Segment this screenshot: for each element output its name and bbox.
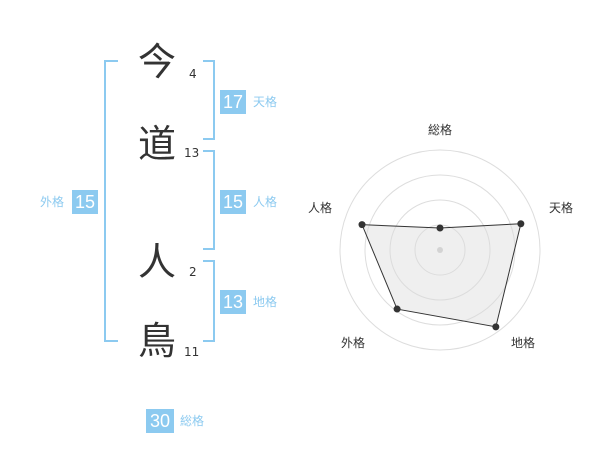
gaikaku-label: 外格	[40, 195, 65, 209]
soukaku-badge: 30	[146, 409, 174, 433]
radar-label-chikaku: 地格	[511, 336, 536, 350]
tenkaku-bracket	[203, 60, 215, 140]
name-char-3: 人	[138, 240, 177, 284]
gaikaku-bracket	[104, 60, 118, 342]
stroke-count-3: 2	[189, 265, 197, 279]
chikaku-badge: 13	[220, 290, 246, 314]
gaikaku-badge: 15	[72, 190, 98, 214]
jinkaku-label: 人格	[253, 195, 278, 209]
radar-ring	[389, 199, 491, 301]
name-char-2: 道	[138, 122, 177, 166]
radar-label-gaikaku: 外格	[341, 336, 366, 350]
name-char-4: 鳥	[138, 319, 177, 363]
chikaku-bracket	[203, 260, 215, 342]
radar-label-tenkaku: 天格	[549, 201, 574, 215]
radar-center-dot	[437, 247, 443, 253]
radar-point-3	[492, 323, 500, 331]
name-char-1: 今	[138, 40, 177, 84]
radar-label-jinkaku: 人格	[308, 201, 333, 215]
radar-ring	[339, 149, 541, 351]
radar-point-5	[358, 221, 366, 229]
stroke-count-2: 13	[184, 146, 200, 160]
soukaku-label: 総格	[180, 414, 205, 428]
tenkaku-label: 天格	[253, 95, 278, 109]
jinkaku-badge: 15	[220, 190, 246, 214]
stroke-count-1: 4	[189, 67, 197, 81]
jinkaku-bracket	[203, 150, 215, 250]
chikaku-label: 地格	[253, 295, 278, 309]
radar-series-polygon	[361, 223, 522, 328]
radar-point-4	[393, 305, 401, 313]
radar-point-1	[436, 224, 444, 232]
stroke-count-4: 11	[184, 345, 200, 359]
radar-point-2	[517, 220, 525, 228]
radar-label-soukaku: 総格	[428, 123, 453, 137]
tenkaku-badge: 17	[220, 90, 246, 114]
radar-ring	[364, 174, 516, 326]
